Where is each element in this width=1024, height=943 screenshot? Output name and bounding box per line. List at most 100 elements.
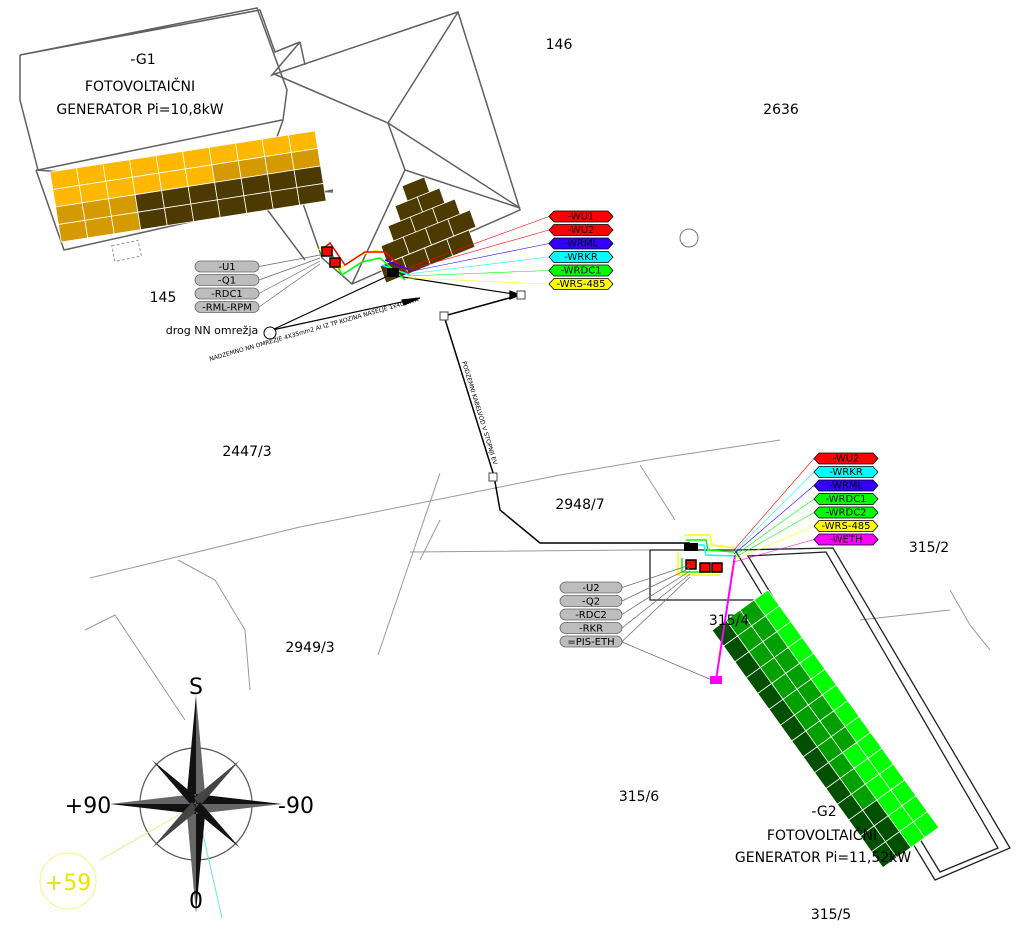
cable-tag-label: -WRDC2 <box>825 508 866 519</box>
parcel-2636: 2636 <box>763 102 799 118</box>
device-tag-shape <box>559 635 623 648</box>
device-leader-line <box>258 257 321 281</box>
cable-tag-group-2: -WU2-WRKR-WRML-WRDC1-WRDC2-WRS-485-WETH <box>813 452 879 546</box>
cable-tag-shape <box>813 520 879 532</box>
cable-leader-line <box>733 512 815 559</box>
cable-tag-label: -WETH <box>829 535 862 546</box>
device-leader-line <box>621 567 691 602</box>
cable-box-1 <box>516 290 526 300</box>
g1-subtitle: GENERATOR Pi=10,8kW <box>56 102 223 118</box>
cable-tag-label: -WRDC1 <box>560 266 601 277</box>
azimuth-value: +59 <box>45 871 91 896</box>
device-tag-group-1: -U1 -Q1 -RDC1 -RML-RPM <box>194 254 321 314</box>
device-tag-label: -U1 <box>218 262 235 273</box>
cable-leader-line <box>407 277 550 285</box>
cable-tag-shape <box>813 533 879 546</box>
underground-cable-note: PODZEMNI KABELVOD V STOPNJI EV <box>460 361 498 467</box>
device-tag-label: -RKR <box>579 624 603 635</box>
cable-tag-label: -WU2 <box>568 225 595 236</box>
compass-north: 0 <box>189 889 203 914</box>
cable-leader-line <box>733 471 815 553</box>
pole-symbol <box>263 326 277 340</box>
pv-panel-g1 <box>190 199 221 222</box>
pv-panel-g1 <box>216 195 248 218</box>
cable-leader-line <box>407 229 550 271</box>
parcel-2447-3: 2447/3 <box>222 444 271 460</box>
device-tag-shape <box>559 622 623 634</box>
parcel-315-2: 315/2 <box>909 540 949 556</box>
parcel-315-4: 315/4 <box>709 613 749 629</box>
device-tag-shape <box>194 260 260 273</box>
parcel-315-5: 315/5 <box>811 907 851 923</box>
cable-leader-line <box>733 525 815 561</box>
pv-panel-g1-roof <box>446 229 476 257</box>
azimuth-marker-ring <box>39 852 97 910</box>
cable-leader-line <box>733 458 815 551</box>
pis-eth-leader <box>621 641 713 681</box>
pv-panel-g1-roof <box>447 209 477 237</box>
device-tag-label: -Q1 <box>218 276 236 287</box>
small-structure-1 <box>111 239 142 263</box>
cable-tag-shape <box>813 493 879 505</box>
g1-title: FOTOVOLTAIČNI <box>85 77 195 95</box>
g1-designation: -G1 <box>130 52 155 68</box>
tag-leaders-1 <box>407 216 550 285</box>
device-tag-label: =PIS-ETH <box>567 637 614 648</box>
pv-panel-g1 <box>243 191 274 214</box>
device-tag-shape <box>559 608 623 621</box>
pv-panel-g1 <box>57 219 89 243</box>
device-tag-shape <box>559 581 623 594</box>
cable-tag-label: -WRML <box>829 481 864 492</box>
cable-tag-shape <box>548 264 614 277</box>
device-tag-label: -RDC2 <box>575 610 607 621</box>
compass-east: +90 <box>65 794 111 819</box>
cable-leader-line <box>733 485 815 555</box>
pv-panel-g1 <box>137 207 168 231</box>
parcel-146: 146 <box>546 37 573 53</box>
cable-tag-label: -WU1 <box>568 212 595 223</box>
compass-west: -90 <box>278 794 314 819</box>
pv-panel-g1 <box>163 203 195 227</box>
equipment-cluster-2 <box>677 534 736 684</box>
device-tag-shape <box>559 595 623 607</box>
parcel-145: 145 <box>150 290 177 306</box>
cable-tag-shape <box>813 506 879 519</box>
well-symbol <box>679 228 699 248</box>
pv-panel-g1 <box>296 182 327 206</box>
cable-leader-line <box>407 216 550 269</box>
g2-subtitle: GENERATOR Pi=11,52kW <box>735 850 911 866</box>
device-tag-label: -U2 <box>582 583 599 594</box>
cable-tag-shape <box>548 237 614 250</box>
device-tag-label: -RDC1 <box>211 289 243 300</box>
compass-rose <box>99 695 282 919</box>
cable-tag-shape <box>813 479 879 492</box>
cable-tag-shape <box>548 224 614 236</box>
pole-label: drog NN omrežja <box>166 324 259 337</box>
parcel-315-6: 315/6 <box>619 789 659 805</box>
pv-array-g2 <box>711 589 940 869</box>
device-tag-shape <box>194 274 260 286</box>
compass-south: S <box>189 675 203 700</box>
device-leader-line <box>621 564 691 588</box>
cable-tag-label: -WRML <box>564 239 599 250</box>
equipment-cluster-1 <box>317 241 411 281</box>
cable-tag-shape <box>548 210 614 223</box>
underground-cable <box>443 294 690 544</box>
pv-panel-g2 <box>870 841 898 869</box>
g2-title: FOTOVOLTAIČNI <box>767 826 877 844</box>
cable-leader-line <box>407 270 550 277</box>
g2-designation: -G2 <box>811 804 836 820</box>
device-leader-line <box>258 263 321 308</box>
cable-tag-group-1: -WU1-WU2-WRML-WRKR-WRDC1-WRS-485 <box>548 210 614 290</box>
device-leader-line <box>258 260 321 294</box>
cable-tag-label: -WRDC1 <box>825 494 866 505</box>
device-leader-line <box>621 570 691 615</box>
pv-panel-g1 <box>110 211 142 235</box>
device-tag-label: -RML-RPM <box>202 303 252 314</box>
parcel-2948-7: 2948/7 <box>555 497 604 513</box>
cable-tag-shape <box>548 251 614 263</box>
device-tag-shape <box>194 301 260 313</box>
cable-tag-label: -WRKR <box>564 252 598 263</box>
cable-leader-line <box>407 243 550 273</box>
